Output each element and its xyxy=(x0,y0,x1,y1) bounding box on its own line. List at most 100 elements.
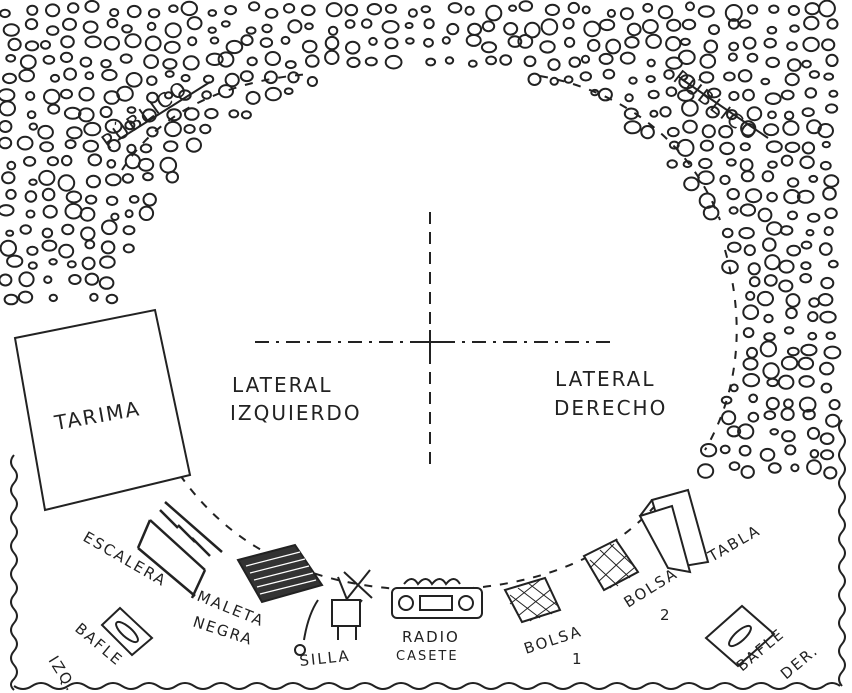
audience-bubble xyxy=(86,72,94,79)
audience-bubble xyxy=(724,73,735,81)
audience-bubble xyxy=(443,37,450,44)
audience-bubble xyxy=(745,245,755,255)
audience-bubble xyxy=(101,60,110,67)
audience-bubble xyxy=(46,4,59,16)
audience-bubble xyxy=(821,450,833,459)
audience-bubble xyxy=(27,247,37,255)
audience-bubble xyxy=(779,376,794,389)
audience-bubble xyxy=(122,25,132,32)
audience-bubble xyxy=(785,112,793,120)
audience-bubble xyxy=(79,88,93,101)
audience-bubble xyxy=(102,241,115,253)
audience-bubble xyxy=(422,6,430,12)
audience-bubble xyxy=(500,55,511,65)
audience-bubble xyxy=(788,348,799,356)
audience-bubble xyxy=(63,19,76,30)
audience-bubble xyxy=(141,144,151,152)
audience-bubble xyxy=(167,172,178,183)
audience-bubble xyxy=(678,140,694,156)
audience-bubble xyxy=(86,196,96,204)
audience-bubble xyxy=(130,196,139,203)
audience-bubble xyxy=(19,272,33,286)
audience-bubble xyxy=(108,19,118,27)
audience-bubble xyxy=(38,126,53,139)
audience-bubble xyxy=(820,312,835,323)
audience-bubble xyxy=(161,158,177,173)
audience-bubble xyxy=(786,74,799,85)
audience-bubble xyxy=(800,157,813,169)
audience-bubble xyxy=(758,292,773,305)
audience-bubble xyxy=(44,56,55,64)
audience-bubble xyxy=(81,58,92,67)
audience-bubble xyxy=(743,305,758,319)
audience-bubble xyxy=(743,90,754,101)
audience-bubble xyxy=(302,6,315,16)
audience-bubble xyxy=(27,211,35,218)
audience-bubble xyxy=(62,225,73,235)
audience-bubble xyxy=(698,171,713,184)
audience-bubble xyxy=(830,400,840,409)
audience-bubble xyxy=(202,91,211,98)
audience-bubble xyxy=(200,125,210,133)
audience-bubble xyxy=(327,3,342,16)
audience-bubble xyxy=(68,3,78,12)
lateral-left-label-line2: IZQUIERDO xyxy=(230,401,362,425)
audience-bubble xyxy=(188,37,196,45)
audience-bubble xyxy=(43,189,55,200)
audience-bubble xyxy=(21,56,36,69)
audience-bubble xyxy=(811,450,819,458)
audience-bubble xyxy=(144,194,156,206)
audience-bubble xyxy=(182,2,197,15)
audience-bubble xyxy=(83,258,95,270)
audience-bubble xyxy=(826,415,839,427)
audience-bubble xyxy=(731,385,738,392)
audience-bubble xyxy=(791,464,798,471)
audience-bubble xyxy=(829,261,838,268)
audience-bubble xyxy=(6,190,15,199)
audience-bubble xyxy=(146,37,161,51)
audience-bubble xyxy=(668,160,677,167)
audience-bubble xyxy=(486,6,501,21)
audience-bubble xyxy=(643,20,658,33)
audience-bubble xyxy=(779,281,792,292)
audience-bubble xyxy=(89,154,102,165)
audience-bubble xyxy=(84,141,98,152)
audience-bubble xyxy=(185,108,199,120)
audience-bubble xyxy=(1,241,16,256)
audience-bubble xyxy=(504,23,517,35)
audience-bubble xyxy=(406,23,413,28)
audience-bubble xyxy=(27,6,37,15)
audience-bubble xyxy=(40,142,53,151)
audience-bubble xyxy=(247,27,256,33)
audience-bubble xyxy=(446,57,453,63)
audience-bubble xyxy=(147,76,156,85)
bolsa1-label-line2: 1 xyxy=(572,650,584,668)
audience-bubble xyxy=(28,111,36,118)
audience-bubble xyxy=(825,347,841,359)
audience-bubble xyxy=(686,2,694,10)
audience-bubble xyxy=(800,274,811,282)
audience-bubble xyxy=(43,229,52,238)
audience-bubble xyxy=(647,76,655,82)
audience-bubble xyxy=(767,379,777,386)
radio-label-line2: CASETE xyxy=(396,649,459,664)
audience-bubble xyxy=(468,24,481,35)
audience-bubble xyxy=(0,89,14,101)
audience-bubble xyxy=(483,21,494,31)
audience-bubble xyxy=(100,256,115,267)
audience-bubble xyxy=(787,246,800,256)
audience-bubble xyxy=(767,398,779,409)
audience-bubble xyxy=(807,460,821,474)
audience-bubble xyxy=(783,121,798,135)
bafle-der-label-line2: DER. xyxy=(777,641,822,683)
audience-bubble xyxy=(786,308,797,318)
audience-bubble xyxy=(0,205,14,215)
audience-bubble xyxy=(820,243,832,255)
audience-bubble xyxy=(124,244,134,252)
audience-bubble xyxy=(739,228,753,238)
audience-bubble xyxy=(698,464,713,478)
audience-bubble xyxy=(44,206,57,218)
audience-bubble xyxy=(649,91,659,99)
audience-bubble xyxy=(765,411,776,419)
